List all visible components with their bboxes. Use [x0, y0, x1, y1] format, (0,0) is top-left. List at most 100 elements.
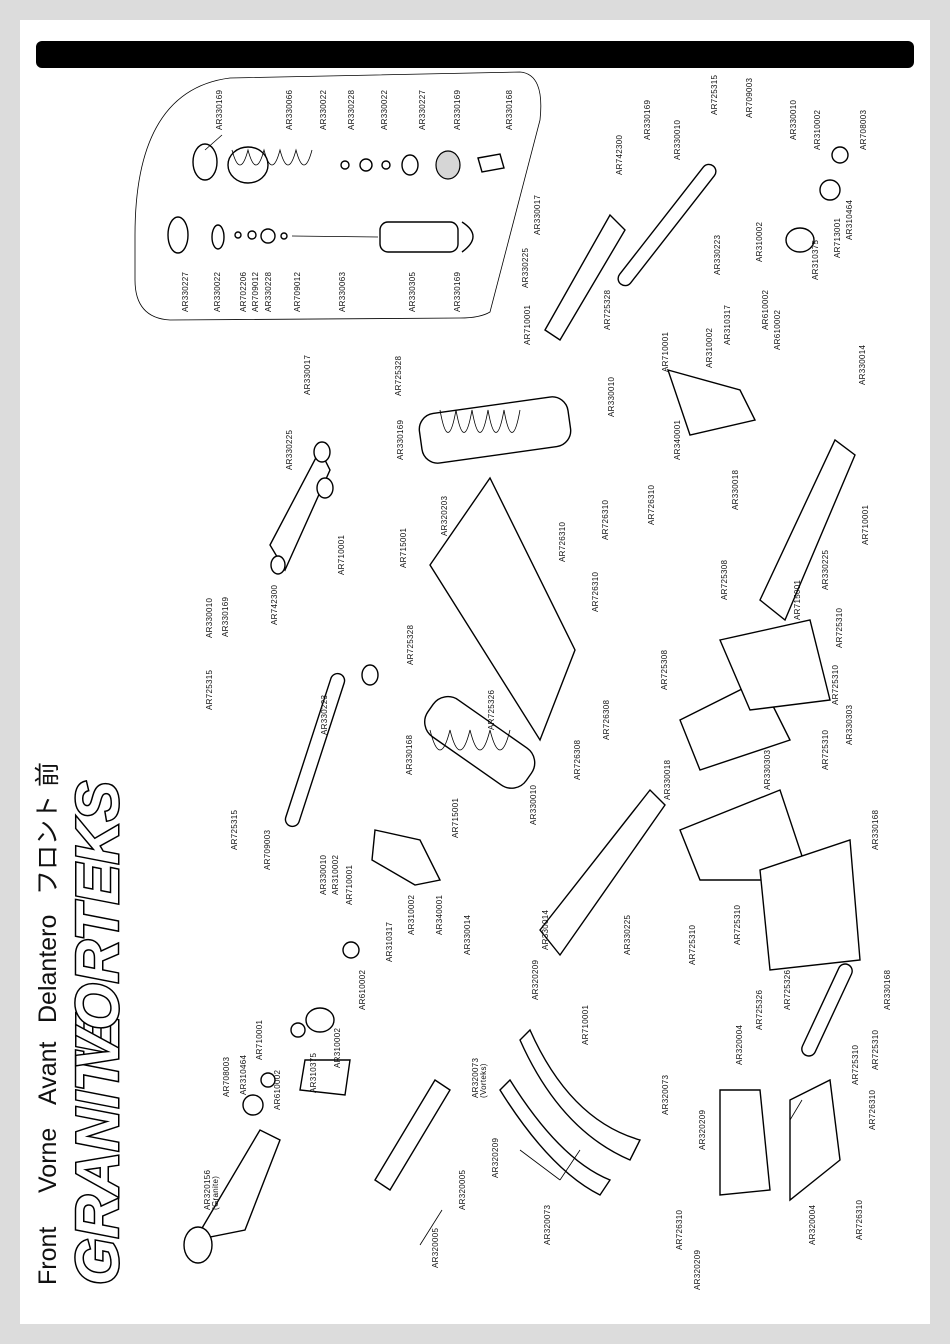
part-label: AR725328 — [394, 356, 403, 396]
part-label: AR713001 — [833, 218, 842, 258]
part-label: AR310002 — [705, 328, 714, 368]
part-label: AR330010 — [529, 785, 538, 825]
part-label: AR330169 — [221, 597, 230, 637]
part-label: AR320005 — [431, 1228, 440, 1268]
title-front: Front — [34, 1227, 62, 1285]
part-label: AR726310 — [868, 1090, 877, 1130]
part-label: AR330018 — [663, 760, 672, 800]
part-label: AR330010 — [319, 855, 328, 895]
part-label: AR330018 — [731, 470, 740, 510]
part-label: AR725310 — [851, 1045, 860, 1085]
part-label: AR320209 — [531, 960, 540, 1000]
part-label: AR330168 — [505, 90, 514, 130]
part-label: AR715001 — [399, 528, 408, 568]
part-label: AR330225 — [623, 915, 632, 955]
part-label: AR710001 — [337, 535, 346, 575]
part-label: AR726310 — [558, 522, 567, 562]
logos: GRANITE VORTEKS — [63, 780, 133, 1287]
part-label: AR715001 — [451, 798, 460, 838]
part-label: AR725310 — [871, 1030, 880, 1070]
part-label: AR330228 — [264, 272, 273, 312]
part-label: AR320004 — [808, 1205, 817, 1245]
leader-lines — [204, 134, 803, 1246]
part-label: AR330303 — [845, 705, 854, 745]
part-label: AR702206 — [239, 272, 248, 312]
part-label: AR725310 — [821, 730, 830, 770]
part-label: AR310317 — [385, 922, 394, 962]
title-chinese: 前 — [34, 762, 62, 787]
part-label: AR610002 — [358, 970, 367, 1010]
part-label: AR330014 — [463, 915, 472, 955]
part-label: AR708003 — [859, 110, 868, 150]
parts-left-cluster — [183, 441, 451, 1264]
part-label: AR709003 — [745, 78, 754, 118]
part-label: AR320073 — [661, 1075, 670, 1115]
part-label: AR726308 — [573, 740, 582, 780]
part-label: AR715001 — [793, 580, 802, 620]
part-label: AR330228 — [347, 90, 356, 130]
part-label: AR710001 — [861, 505, 870, 545]
part-label: AR330022 — [213, 272, 222, 312]
part-label: (Vorteks) — [479, 1063, 488, 1098]
part-label: AR330169 — [453, 90, 462, 130]
part-label: AR320073 — [471, 1058, 480, 1098]
title-avant: Avant — [34, 1041, 62, 1105]
part-label: AR330063 — [338, 272, 347, 312]
title-block: Front Vorne Avant Delantero フロント 前 — [34, 762, 62, 1285]
part-label: AR310002 — [331, 855, 340, 895]
part-label: AR709012 — [293, 272, 302, 312]
part-label: AR330225 — [821, 550, 830, 590]
shock-inset-frame — [134, 71, 542, 321]
part-label: AR310464 — [845, 200, 854, 240]
part-label: AR330010 — [205, 598, 214, 638]
part-label: (Granite) — [211, 1176, 220, 1210]
part-label: AR330223 — [713, 235, 722, 275]
title-japanese: フロント — [34, 795, 62, 895]
part-label: AR726310 — [647, 485, 656, 525]
part-label: AR320203 — [440, 496, 449, 536]
title-delantero: Delantero — [34, 915, 62, 1023]
part-label: AR710001 — [523, 305, 532, 345]
part-labels: AR330169 AR330066 AR330022 AR330228 AR33… — [181, 75, 892, 1290]
part-label: AR725326 — [487, 690, 496, 730]
header-bar — [36, 41, 914, 68]
part-label: AR725326 — [783, 970, 792, 1010]
parts-center-cluster — [418, 396, 666, 1196]
part-label: AR330010 — [607, 377, 616, 417]
part-label: AR710001 — [255, 1020, 264, 1060]
part-label: AR710001 — [581, 1005, 590, 1045]
part-label: AR726308 — [602, 700, 611, 740]
part-label: AR725310 — [688, 925, 697, 965]
part-label: AR725328 — [603, 290, 612, 330]
part-label: AR320156 — [203, 1170, 212, 1210]
part-label: AR725315 — [205, 670, 214, 710]
part-label: AR330168 — [883, 970, 892, 1010]
part-label: AR330169 — [215, 90, 224, 130]
part-label: AR330010 — [673, 120, 682, 160]
part-label: AR330066 — [285, 90, 294, 130]
part-label: AR320209 — [698, 1110, 707, 1150]
shock-inset-parts — [167, 143, 505, 254]
part-label: AR310375 — [811, 240, 820, 280]
part-label: AR709003 — [263, 830, 272, 870]
part-label: AR330169 — [453, 272, 462, 312]
part-label: AR725326 — [755, 990, 764, 1030]
part-label: AR710001 — [661, 332, 670, 372]
part-label: AR320209 — [693, 1250, 702, 1290]
part-label: AR708003 — [222, 1057, 231, 1097]
granite-logo: GRANITE — [64, 1013, 131, 1285]
title-vorne: Vorne — [34, 1128, 62, 1193]
part-label: AR310002 — [813, 110, 822, 150]
part-label: AR310002 — [755, 222, 764, 262]
part-label: AR330017 — [303, 355, 312, 395]
part-label: AR725328 — [406, 625, 415, 665]
part-label: AR320073 — [543, 1205, 552, 1245]
part-label: AR330225 — [521, 248, 530, 288]
part-label: AR725308 — [660, 650, 669, 690]
part-label: AR710001 — [345, 865, 354, 905]
part-label: AR330022 — [380, 90, 389, 130]
part-label: AR340001 — [435, 895, 444, 935]
part-label: AR330227 — [181, 272, 190, 312]
part-label: AR310317 — [723, 305, 732, 345]
part-label: AR330225 — [285, 430, 294, 470]
